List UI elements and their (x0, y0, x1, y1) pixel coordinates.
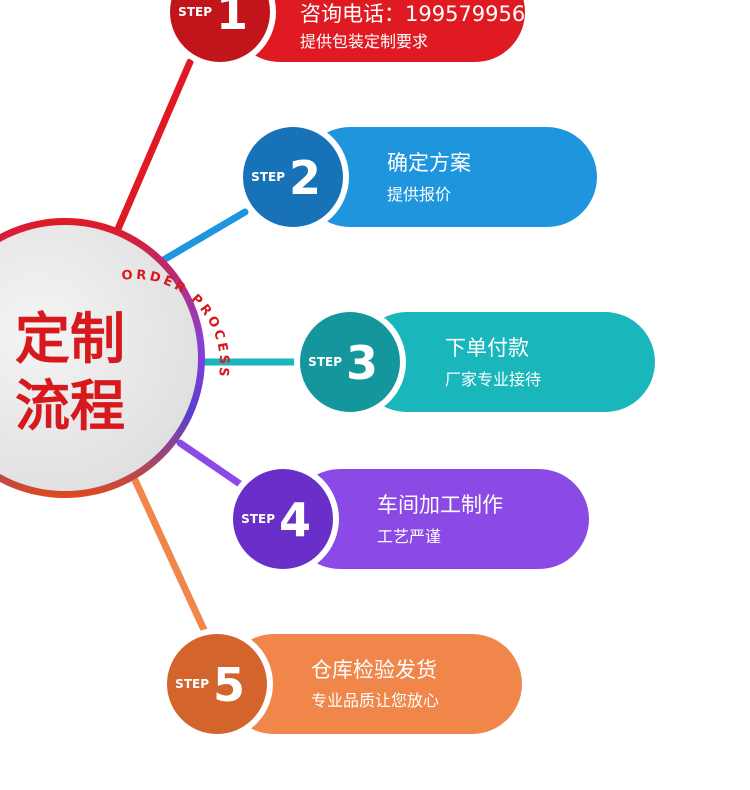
step-number: 5 (213, 658, 245, 712)
step-pill (230, 0, 525, 62)
step-subtitle: 工艺严谨 (377, 527, 441, 546)
step-number: 2 (289, 151, 321, 205)
step-title: 咨询电话：19957995672 (300, 2, 552, 26)
step-label: STEP (308, 355, 342, 369)
connector-lines (111, 58, 304, 636)
step-pill (290, 469, 589, 569)
step-badge (233, 469, 333, 569)
step-pill (357, 312, 655, 412)
center-disc (0, 225, 198, 491)
step-badge (167, 634, 267, 734)
step-subtitle: 提供包装定制要求 (300, 32, 428, 51)
step-badge (300, 312, 400, 412)
step-list: STEP 1 咨询电话：19957995672 提供包装定制要求 STEP 2 确定方案提供… (161, 0, 655, 740)
step-1: STEP 1 咨询电话：19957995672 提供包装定制要求 (164, 0, 552, 68)
connector-line-2 (156, 208, 249, 266)
step-label: STEP (178, 5, 212, 19)
step-subtitle: 专业品质让您放心 (311, 691, 439, 710)
connector-line-4 (176, 439, 244, 488)
step-number: 4 (279, 493, 311, 547)
step-number: 1 (216, 0, 248, 40)
step-title: 仓库检验发货 (311, 658, 437, 682)
step-label: STEP (175, 677, 209, 691)
step-pill (300, 127, 597, 227)
center-title-line1: 定制 (15, 307, 125, 371)
step-label: STEP (251, 170, 285, 184)
step-subtitle: 提供报价 (387, 185, 451, 204)
step-subtitle: 厂家专业接待 (445, 370, 541, 389)
step-label: STEP (241, 512, 275, 526)
step-title: 下单付款 (445, 336, 529, 360)
step-badge (243, 127, 343, 227)
connector-line-1 (111, 58, 194, 240)
step-title: 车间加工制作 (377, 493, 503, 517)
step-title: 确定方案 (387, 151, 471, 175)
step-number: 3 (346, 336, 378, 390)
connector-line-5 (131, 476, 209, 636)
center-title-line2: 流程 (15, 374, 125, 438)
step-pill (224, 634, 522, 734)
step-badge (170, 0, 270, 62)
